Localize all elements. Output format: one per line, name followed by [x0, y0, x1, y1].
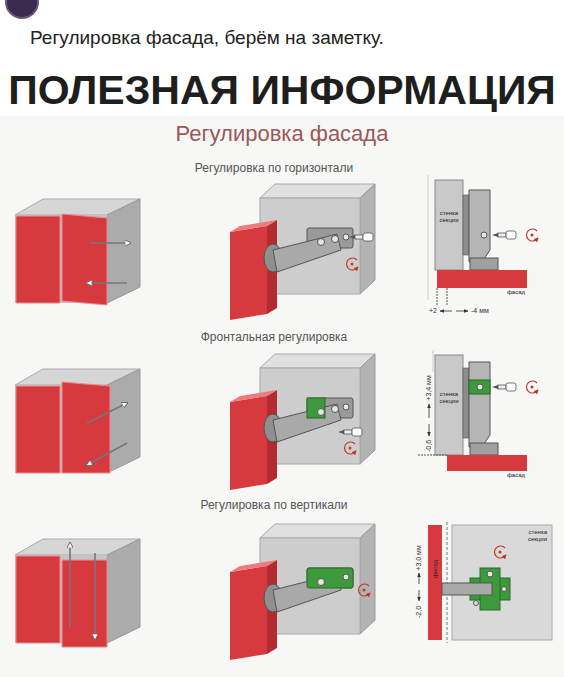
motion-arrow [69, 543, 71, 627]
facade-panel: фасад [447, 455, 527, 471]
section-heading: Регулировка по горизонтали [195, 162, 353, 176]
screwdriver-symbol [349, 233, 373, 241]
diagram-title: Регулировка фасада [176, 121, 389, 146]
adjust-screw [487, 571, 493, 577]
part-label: стенка секции [517, 529, 547, 542]
dimension-arrow [419, 573, 420, 584]
facade-shape [428, 525, 442, 640]
cabinet-illustration [15, 199, 140, 305]
cabinet-illustration [15, 369, 140, 473]
part-label: фасад [507, 289, 525, 296]
info-panel [0, 116, 564, 677]
adjust-highlight [469, 380, 490, 394]
cabinet-body [15, 369, 140, 473]
fixing-screw [502, 587, 507, 592]
dimension-value: -4 мм [471, 307, 489, 315]
adjust-highlight [307, 568, 353, 588]
cabinet-door [62, 560, 107, 647]
screwdriver-symbol [338, 428, 362, 436]
fixing-screw [474, 601, 479, 606]
adjust-screw [318, 579, 325, 586]
hinge-illustration [230, 524, 375, 660]
hinge-arm [442, 583, 492, 595]
cabinet-door [16, 216, 60, 303]
guide-line [433, 350, 434, 372]
rotation-symbol [527, 229, 537, 241]
rotation-symbol [359, 584, 369, 596]
rotation-symbol [347, 258, 357, 270]
cabinet-door [62, 382, 110, 473]
section-heading: Фронтальная регулировка [201, 331, 348, 345]
hinge-cup [470, 258, 498, 270]
facade-shape [447, 455, 527, 471]
post-caption: Регулировка фасада, берём на заметку. [30, 27, 384, 49]
dimension-arrow [429, 424, 430, 436]
dimension-value: +2 [429, 307, 437, 315]
motion-arrow [87, 282, 127, 284]
cabinet-door [62, 214, 107, 305]
facade-shape [437, 270, 527, 288]
dimension-line [418, 455, 447, 456]
facade-panel: фасад [437, 270, 527, 288]
motion-arrow [94, 553, 96, 639]
cabinet-door [16, 556, 60, 643]
adjust-screw [481, 232, 487, 238]
wall-section: стенка секции [435, 180, 463, 270]
dimension-arrow [419, 590, 420, 601]
dimension-value: -0,6 [425, 440, 433, 452]
wall-section: стенка секции [452, 525, 552, 640]
guide-line [428, 175, 429, 300]
dimension-arrow [440, 311, 452, 312]
wall-section: стенка секции [435, 355, 463, 455]
rotation-symbol [527, 381, 537, 393]
dimension-value: +3,0 мм [415, 545, 423, 570]
adjust-screw [318, 409, 325, 416]
hinge-body [469, 362, 490, 447]
wall-shape [435, 180, 463, 270]
motion-arrow [87, 443, 127, 465]
motion-arrow [90, 242, 130, 244]
cabinet-illustration [15, 539, 140, 647]
hinge-illustration [230, 184, 375, 320]
dimension-arrow [456, 311, 468, 312]
facade-panel: фасад [428, 525, 442, 640]
dimension-arrow [429, 404, 430, 418]
hinge-cup [470, 443, 498, 455]
hinge-illustration [230, 354, 375, 490]
part-label: фасад [432, 560, 439, 578]
dimension-line [437, 288, 438, 305]
avatar-circle [6, 0, 38, 18]
mounting-plate [463, 195, 469, 255]
cabinet-door [16, 386, 60, 473]
screwdriver-symbol [492, 231, 516, 239]
adjust-screw [343, 574, 349, 580]
rotation-symbol [495, 546, 505, 558]
part-label: стенка секции [435, 210, 463, 223]
dimension-line [447, 288, 448, 305]
rotation-symbol [345, 442, 355, 454]
screwdriver-symbol [492, 383, 516, 391]
adjust-highlight [307, 398, 325, 418]
dimension-value: -2,0 [415, 606, 423, 618]
adjust-screw [477, 384, 483, 390]
wall-shape [435, 355, 463, 455]
hinge-body [469, 190, 490, 262]
motion-arrow [87, 403, 127, 423]
section-heading: Регулировка по вертикали [200, 499, 347, 513]
part-label: стенка секции [435, 391, 463, 404]
part-label: фасад [507, 472, 525, 479]
banner-heading: ПОЛЕЗНАЯ ИНФОРМАЦИЯ [8, 67, 556, 114]
mounting-plate [463, 368, 469, 438]
dimension-value: +3,4 мм [425, 375, 433, 400]
